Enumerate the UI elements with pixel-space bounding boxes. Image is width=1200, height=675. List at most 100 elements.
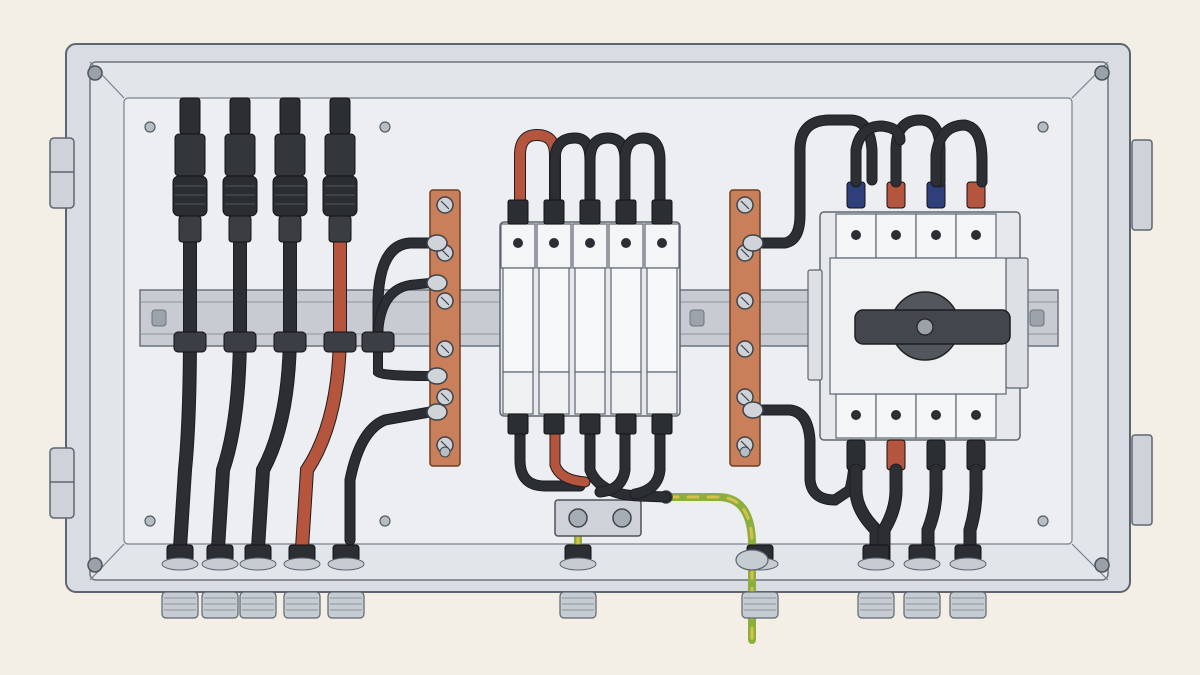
screw-slot bbox=[440, 344, 450, 354]
cable-gland bbox=[201, 544, 239, 619]
spd-terminal-screw bbox=[513, 238, 523, 248]
spd-cartridge bbox=[502, 267, 534, 373]
cable-gland bbox=[903, 544, 941, 619]
gland-washer bbox=[239, 557, 277, 571]
gland-washer bbox=[201, 557, 239, 571]
screw-slot bbox=[440, 296, 450, 306]
isolator-handle-screw bbox=[916, 318, 934, 336]
spd-wire-ferrule bbox=[543, 413, 565, 435]
plate-screw bbox=[1037, 121, 1049, 133]
gland-washer bbox=[283, 557, 321, 571]
isolator-terminal-screw bbox=[891, 410, 901, 420]
cable-lug bbox=[742, 234, 764, 252]
mc4-sleeve bbox=[328, 215, 352, 243]
spd-bottom-wire bbox=[595, 425, 630, 497]
gland-body bbox=[327, 591, 365, 619]
isolator-terminal-screw bbox=[851, 230, 861, 240]
mc4-body bbox=[272, 175, 308, 217]
screw-slot bbox=[740, 344, 750, 354]
isolator-top-cable bbox=[851, 121, 905, 187]
mc4-connector bbox=[322, 97, 358, 243]
spd-cartridge bbox=[574, 267, 606, 373]
mc4-sleeve bbox=[228, 215, 252, 243]
isolator-din-clip bbox=[807, 269, 823, 381]
gland-body bbox=[857, 591, 895, 619]
busbar-feed-cable bbox=[345, 407, 435, 545]
spd-wire-ferrule bbox=[615, 413, 637, 435]
isolator-top-cable bbox=[931, 120, 987, 187]
earth-cable-gland bbox=[735, 549, 769, 571]
busbar-body bbox=[429, 189, 461, 467]
latch-bottom bbox=[1131, 434, 1153, 526]
screw-slot bbox=[740, 200, 750, 210]
latch-top bbox=[1131, 139, 1153, 231]
gland-body bbox=[949, 591, 987, 619]
earth-terminal bbox=[554, 490, 673, 537]
busbar-feed-cable bbox=[373, 238, 435, 355]
screw-slot bbox=[740, 248, 750, 258]
mc4-body bbox=[322, 175, 358, 217]
spd-wires bbox=[514, 114, 878, 506]
plate-screw bbox=[144, 515, 156, 527]
busbar-mount bbox=[739, 446, 751, 458]
hinges bbox=[49, 137, 1153, 526]
cable-gland bbox=[949, 544, 987, 619]
mc4-tip bbox=[179, 97, 201, 135]
cable-lug bbox=[742, 401, 764, 419]
spd-cartridge bbox=[646, 267, 678, 373]
mc4-connector bbox=[172, 97, 208, 243]
dc-input-cables bbox=[172, 97, 436, 555]
mc4-tip bbox=[279, 97, 301, 135]
cable-gland bbox=[327, 544, 365, 619]
isolator-terminal-screw bbox=[931, 410, 941, 420]
screw-slot bbox=[440, 392, 450, 402]
screw-slot bbox=[440, 200, 450, 210]
screw-slot bbox=[740, 392, 750, 402]
isolator-output-cable bbox=[964, 464, 982, 566]
cable-clip bbox=[223, 331, 257, 353]
gland-body bbox=[201, 591, 239, 619]
cable-lug bbox=[426, 234, 448, 252]
gland-body bbox=[741, 591, 779, 619]
mc4-body bbox=[222, 175, 258, 217]
spd-terminal-screw bbox=[585, 238, 595, 248]
gland-washer bbox=[559, 557, 597, 571]
isolator-terminal-screw bbox=[971, 230, 981, 240]
copper-busbar bbox=[729, 189, 761, 467]
spd-cartridge bbox=[610, 267, 642, 373]
spd-terminal-screw bbox=[549, 238, 559, 248]
spd-wire-ferrule bbox=[507, 413, 529, 435]
isolator-output-cable bbox=[850, 464, 882, 566]
mc4-sleeve bbox=[278, 215, 302, 243]
spd-bottom-wire bbox=[550, 425, 590, 487]
gland-washer bbox=[857, 557, 895, 571]
mc4-nut bbox=[174, 133, 206, 177]
cable-gland bbox=[559, 544, 597, 619]
earth-gland-top bbox=[735, 549, 769, 571]
cable-clip bbox=[273, 331, 307, 353]
corner-screws bbox=[87, 65, 1110, 573]
cable-lug bbox=[426, 274, 448, 292]
plate-screw bbox=[379, 121, 391, 133]
plate-screw bbox=[379, 515, 391, 527]
spd-terminal-block bbox=[608, 223, 644, 269]
spd-cartridge bbox=[538, 267, 570, 373]
cable-gland bbox=[161, 544, 199, 619]
mc4-nut bbox=[224, 133, 256, 177]
cable-gland bbox=[283, 544, 321, 619]
mc4-sleeve bbox=[178, 215, 202, 243]
gland-washer bbox=[903, 557, 941, 571]
busbars bbox=[426, 189, 764, 467]
busbar-feed-cable bbox=[374, 348, 434, 380]
gland-body bbox=[283, 591, 321, 619]
corner-screw bbox=[1094, 557, 1110, 573]
mc4-tip bbox=[329, 97, 351, 135]
dc-isolator-switch bbox=[807, 114, 1029, 567]
isolator-cable-cap bbox=[966, 181, 986, 209]
cable-gland bbox=[239, 544, 277, 619]
copper-busbar bbox=[429, 189, 461, 467]
isolator-terminal-screw bbox=[971, 410, 981, 420]
spd-wire-ferrule bbox=[579, 413, 601, 435]
busbar-body bbox=[729, 189, 761, 467]
